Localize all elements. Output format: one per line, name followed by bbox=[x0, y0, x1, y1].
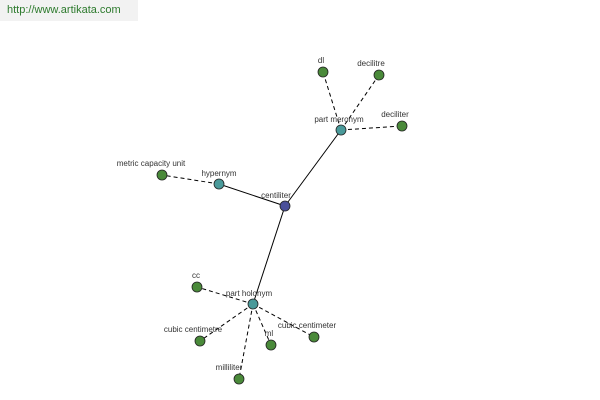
node-dot-cubic-centimetre[interactable] bbox=[194, 335, 206, 347]
node-dot-decilitre[interactable] bbox=[373, 69, 385, 81]
edge-part-meronym-to-deciliter bbox=[340, 125, 403, 131]
node-dot-milliliter[interactable] bbox=[233, 373, 245, 385]
node-dot-dl[interactable] bbox=[317, 66, 329, 78]
node-part-meronym[interactable]: part meronym bbox=[314, 115, 364, 136]
source-url[interactable]: http://www.artikata.com bbox=[0, 0, 138, 21]
node-label-decilitre[interactable]: decilitre bbox=[357, 59, 385, 68]
edge-centiliter-to-part-meronym bbox=[284, 129, 342, 207]
node-dot-part-meronym[interactable] bbox=[335, 124, 347, 136]
node-ml[interactable]: ml bbox=[265, 329, 277, 351]
node-metric-capacity-unit[interactable]: metric capacity unit bbox=[117, 159, 186, 181]
node-dl[interactable]: dl bbox=[317, 56, 329, 78]
node-label-metric-capacity-unit[interactable]: metric capacity unit bbox=[117, 159, 186, 168]
node-label-cubic-centimeter[interactable]: cubic centimeter bbox=[278, 321, 337, 330]
node-part-holonym[interactable]: part holonym bbox=[226, 289, 273, 310]
edge-centiliter-to-hypernym bbox=[218, 183, 286, 207]
edge-part-holonym-to-cubic-centimeter bbox=[252, 303, 315, 338]
edge-part-holonym-to-milliliter bbox=[238, 303, 254, 380]
edge-part-holonym-to-ml bbox=[252, 303, 272, 346]
node-dot-cubic-centimeter[interactable] bbox=[308, 331, 320, 343]
node-cc[interactable]: cc bbox=[191, 271, 203, 293]
node-milliliter[interactable]: milliliter bbox=[216, 363, 245, 385]
node-label-milliliter[interactable]: milliliter bbox=[216, 363, 243, 372]
node-dot-hypernym[interactable] bbox=[213, 178, 225, 190]
node-dot-part-holonym[interactable] bbox=[247, 298, 259, 310]
node-dot-ml[interactable] bbox=[265, 339, 277, 351]
edges-layer bbox=[161, 71, 403, 380]
node-label-part-holonym[interactable]: part holonym bbox=[226, 289, 273, 298]
node-decilitre[interactable]: decilitre bbox=[357, 59, 385, 81]
node-centiliter[interactable]: centiliter bbox=[261, 191, 291, 212]
edge-hypernym-to-metric-capacity-unit bbox=[161, 174, 220, 185]
node-label-ml[interactable]: ml bbox=[265, 329, 274, 338]
edge-part-meronym-to-dl bbox=[322, 71, 342, 131]
node-label-hypernym[interactable]: hypernym bbox=[201, 169, 236, 178]
node-label-deciliter[interactable]: deciliter bbox=[381, 110, 409, 119]
node-cubic-centimetre[interactable]: cubic centimetre bbox=[164, 325, 223, 347]
node-dot-cc[interactable] bbox=[191, 281, 203, 293]
edge-part-holonym-to-cc bbox=[196, 286, 254, 305]
edge-part-holonym-to-cubic-centimetre bbox=[199, 303, 254, 342]
node-label-centiliter[interactable]: centiliter bbox=[261, 191, 291, 200]
node-label-cubic-centimetre[interactable]: cubic centimetre bbox=[164, 325, 223, 334]
node-label-cc[interactable]: cc bbox=[192, 271, 200, 280]
node-dot-deciliter[interactable] bbox=[396, 120, 408, 132]
node-dot-centiliter[interactable] bbox=[279, 200, 291, 212]
node-hypernym[interactable]: hypernym bbox=[201, 169, 237, 190]
node-label-part-meronym[interactable]: part meronym bbox=[314, 115, 364, 124]
node-deciliter[interactable]: deciliter bbox=[381, 110, 409, 132]
nodes-layer: centiliter hypernym part meronym part holon… bbox=[117, 56, 409, 385]
node-label-dl[interactable]: dl bbox=[318, 56, 324, 65]
node-cubic-centimeter[interactable]: cubic centimeter bbox=[278, 321, 337, 343]
node-dot-metric-capacity-unit[interactable] bbox=[156, 169, 168, 181]
edge-centiliter-to-part-holonym bbox=[252, 205, 286, 305]
